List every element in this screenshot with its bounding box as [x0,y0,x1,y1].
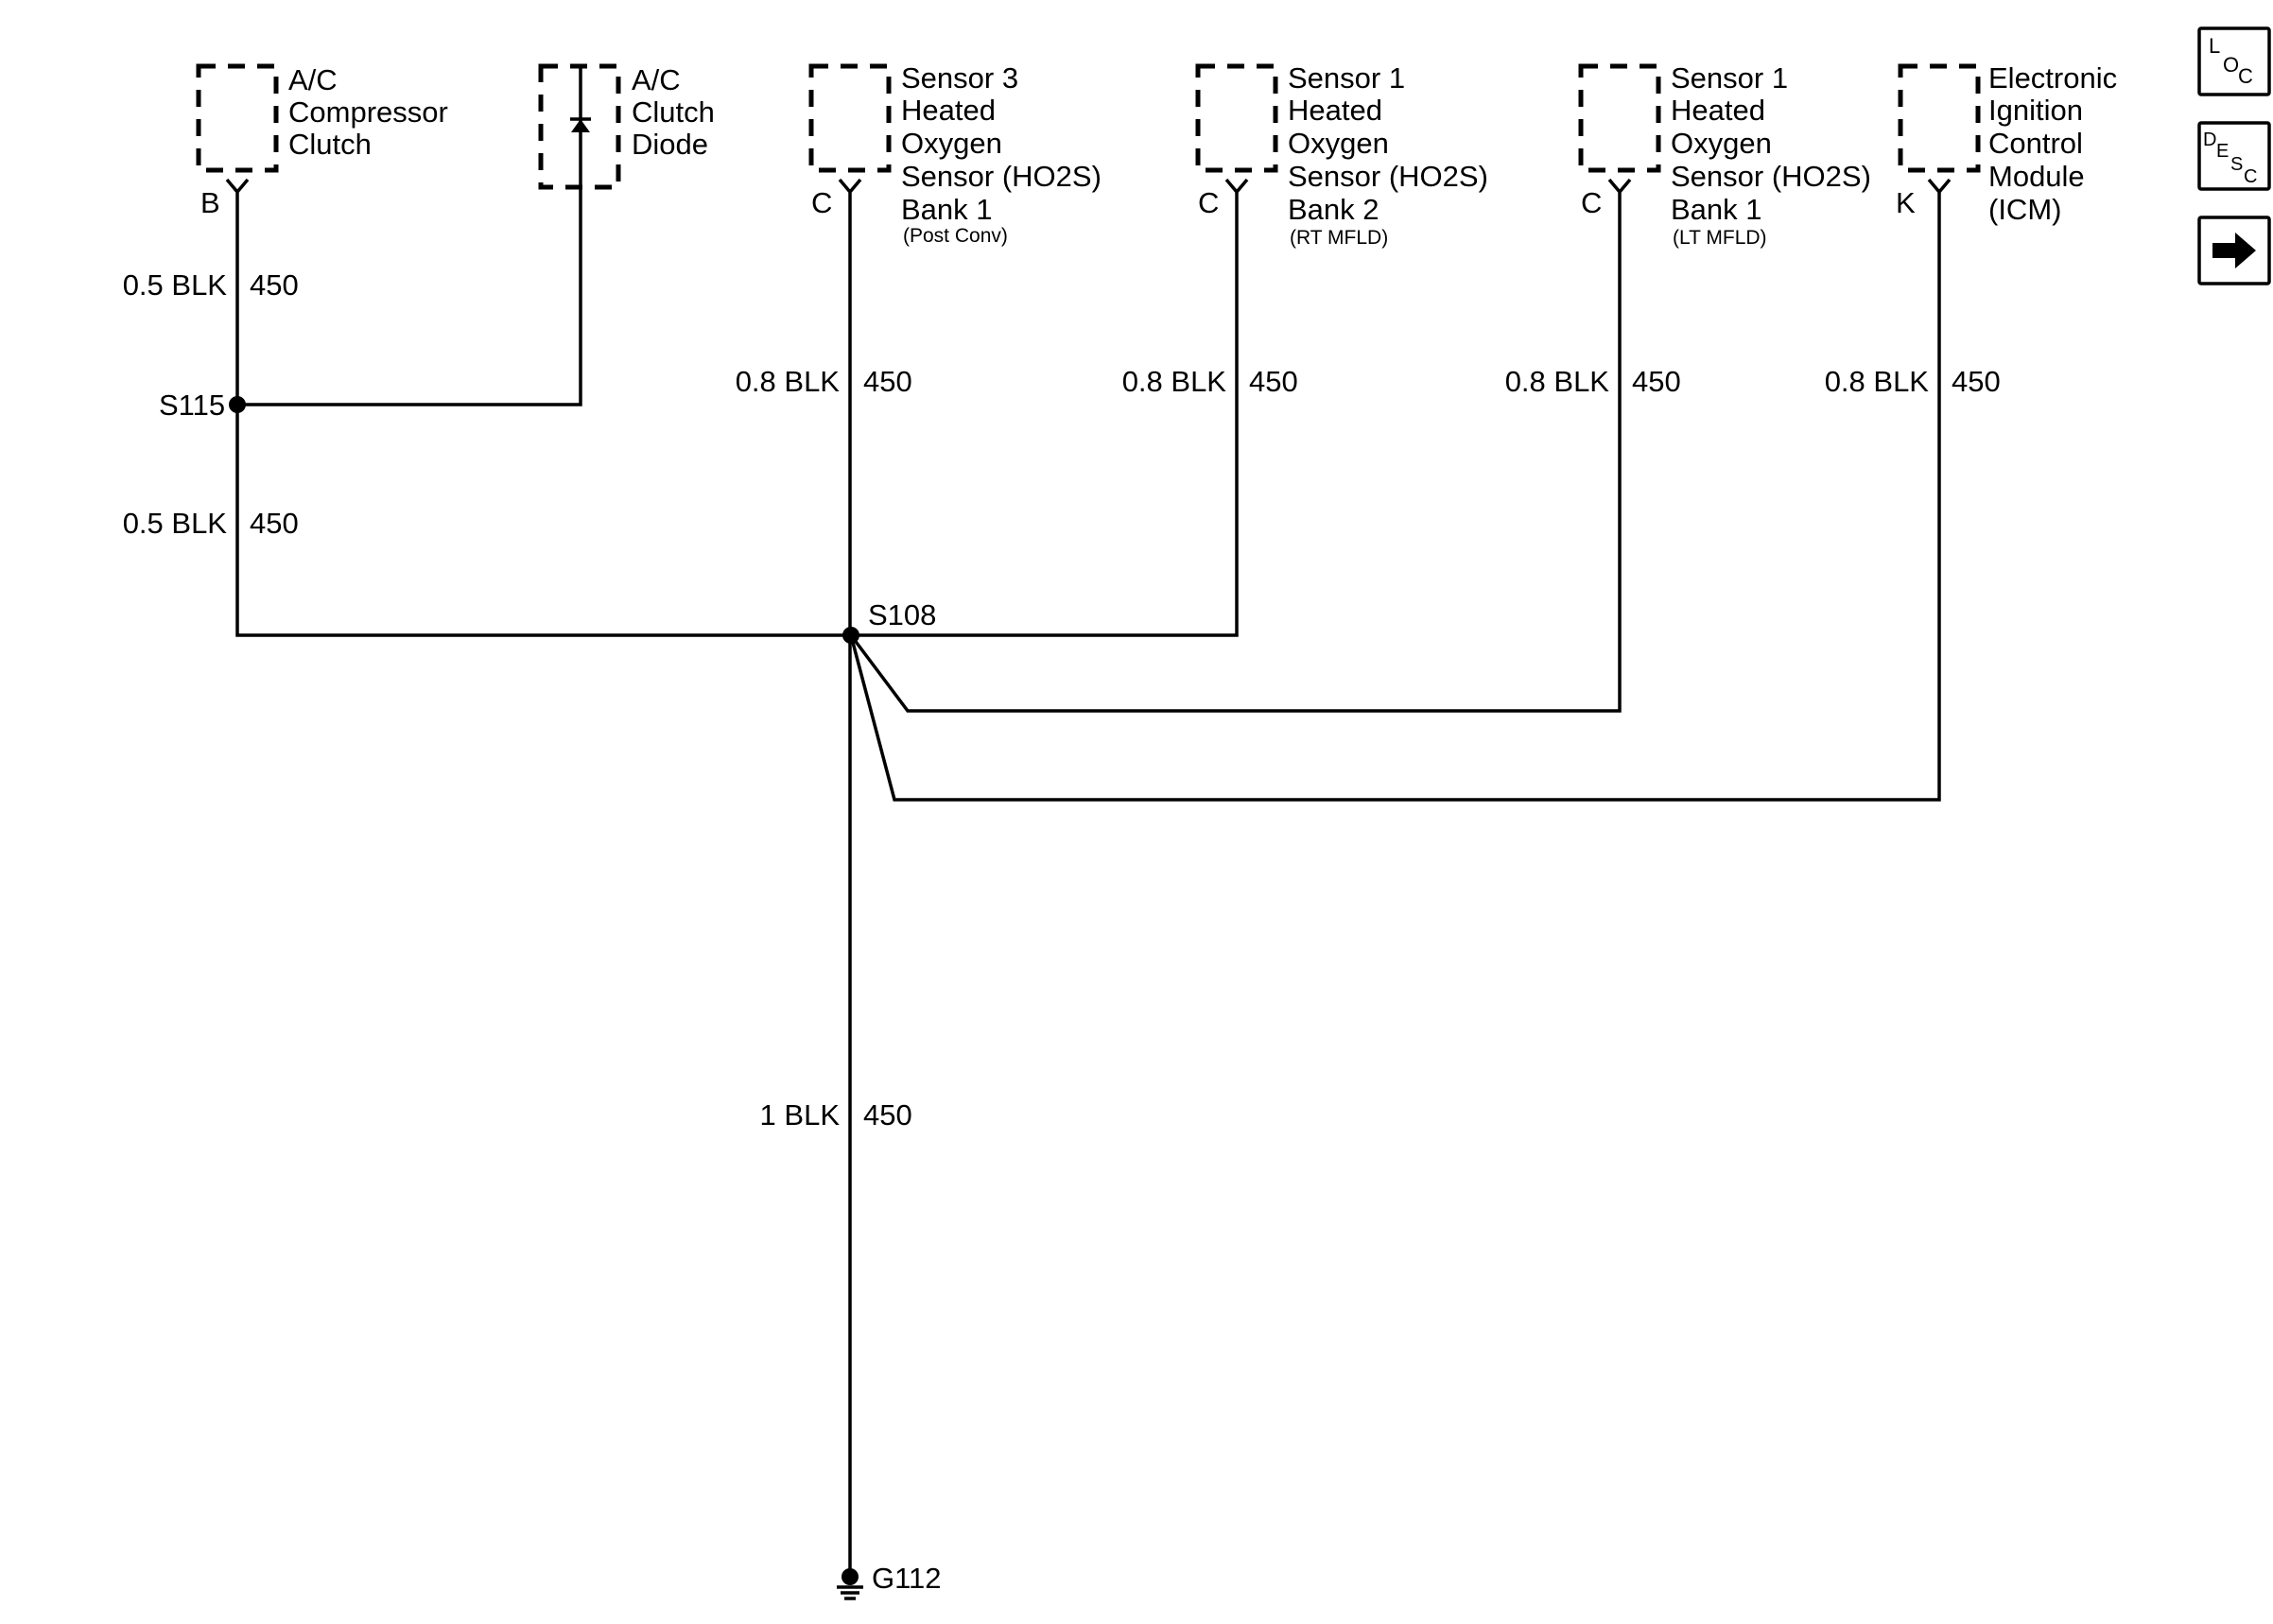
component-label: Oxygen [1288,127,1389,160]
sensor1-bank1-ho2s: Sensor 1 Heated Oxygen Sensor (HO2S) Ban… [1578,61,1871,249]
wire-ac-diode [237,187,582,406]
connector-icon [225,178,250,208]
sensor3-ho2s: Sensor 3 Heated Oxygen Sensor (HO2S) Ban… [808,61,1102,247]
component-label: Sensor (HO2S) [901,160,1102,193]
sensor3-ho2s-box [808,63,892,173]
nav-loc-letter: L [2209,34,2220,58]
nav-desc-letter: D [2203,130,2216,150]
pin-label: K [1896,186,1916,219]
nav-button-description[interactable]: D E S C [2197,121,2271,191]
component-label: Heated [901,94,996,127]
wire-circuit-label: 450 [250,507,299,540]
sensor1-bank2-ho2s-box [1195,63,1278,173]
ground-label: G112 [872,1562,942,1595]
wire-circuit-label: 450 [1952,365,2001,398]
component-label: Oxygen [1671,127,1772,160]
component-label: Control [1988,127,2083,160]
component-label: Sensor (HO2S) [1671,160,1871,193]
ac-compressor-clutch: A/C Compressor Clutch B [196,63,448,219]
ignition-control-module-box [1898,63,1981,173]
nav-desc-letter: E [2216,141,2229,162]
nav-loc-letter: O [2223,53,2239,77]
splice-label-s108: S108 [868,598,936,631]
wires [235,187,1941,1577]
connector-icon [1607,178,1632,208]
nav-desc-letter: C [2244,166,2257,187]
nav-loc-letter: C [2238,64,2253,88]
component-label: Clutch [288,128,372,161]
component-label: Sensor 3 [901,61,1018,95]
pin-label: C [1198,186,1219,219]
wire-size-label: 0.5 BLK [123,268,228,302]
wire-labels: 0.5 BLK 450 0.5 BLK 450 0.8 BLK 450 0.8 … [123,268,2001,1132]
ground-g112: G112 [837,1562,942,1600]
wire-sensor1-bank1 [849,208,1622,713]
nav-button-location[interactable]: L O C [2197,26,2271,96]
component-label: Compressor [288,95,448,129]
component-label: Bank 2 [1288,193,1379,226]
wire-size-label: 1 BLK [760,1098,841,1132]
ac-clutch-diode: A/C Clutch Diode [538,63,715,190]
component-note: (LT MFLD) [1673,227,1767,249]
component-note: (RT MFLD) [1290,227,1388,249]
ground-dot [842,1568,859,1585]
wire-ac-clutch [235,208,851,637]
component-label: Module [1988,160,2085,193]
splice-label-s115: S115 [159,389,225,422]
wire-size-label: 0.5 BLK [123,507,228,540]
component-label: Electronic [1988,61,2117,95]
component-label: (ICM) [1988,193,2061,226]
pin-label: B [200,186,220,219]
nav-desc-letter: S [2230,154,2243,175]
ignition-control-module: Electronic Ignition Control Module (ICM)… [1896,61,2117,226]
connector-icon [838,178,862,208]
ac-compressor-clutch-box [196,63,279,173]
component-label: Clutch [632,95,715,129]
component-note: (Post Conv) [903,225,1008,247]
component-label: Oxygen [901,127,1002,160]
wire-size-label: 0.8 BLK [736,365,841,398]
wire-circuit-label: 450 [1632,365,1681,398]
wire-size-label: 0.8 BLK [1122,365,1227,398]
diode-icon [571,119,590,132]
connector-icon [1927,178,1952,208]
component-label: Diode [632,128,708,161]
component-label: A/C [632,63,681,96]
component-label: Sensor (HO2S) [1288,160,1488,193]
pin-label: C [1581,186,1602,219]
wire-size-label: 0.8 BLK [1825,365,1930,398]
nav-button-next[interactable] [2197,216,2271,285]
wire-circuit-label: 450 [1249,365,1298,398]
wire-icm [849,208,1941,802]
wire-sensor1-bank2 [851,208,1239,637]
right-arrow-icon [2212,233,2256,268]
splice-s115-dot [229,396,246,413]
sensor1-bank2-ho2s: Sensor 1 Heated Oxygen Sensor (HO2S) Ban… [1195,61,1488,249]
component-label: Heated [1288,94,1382,127]
connector-icon [1224,178,1249,208]
sensor1-bank1-ho2s-box [1578,63,1661,173]
component-label: Bank 1 [901,193,993,226]
pin-label: C [811,186,832,219]
wire-circuit-label: 450 [863,1098,912,1132]
wire-circuit-label: 450 [250,268,299,302]
wire-size-label: 0.8 BLK [1505,365,1610,398]
component-label: Ignition [1988,94,2083,127]
component-label: Sensor 1 [1671,61,1788,95]
wire-circuit-label: 450 [863,365,912,398]
component-label: Heated [1671,94,1765,127]
component-label: Bank 1 [1671,193,1762,226]
ground-icon [837,1585,863,1600]
splice-s108-dot [842,627,859,644]
component-label: Sensor 1 [1288,61,1405,95]
component-label: A/C [288,63,338,96]
